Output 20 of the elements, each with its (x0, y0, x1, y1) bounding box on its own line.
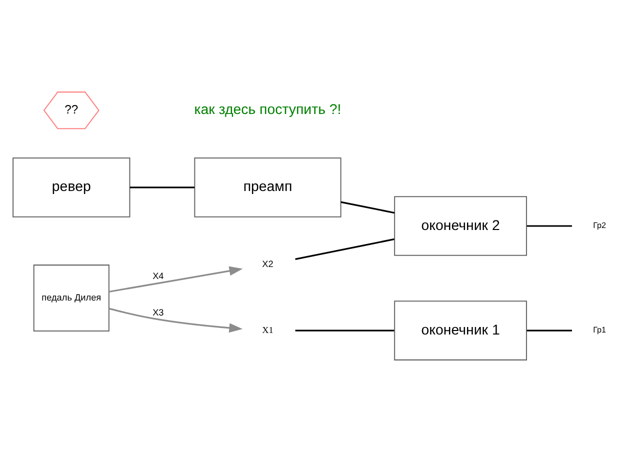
connector (295, 330, 394, 332)
node-text: Гр1 (593, 325, 606, 334)
arrow (108, 308, 243, 333)
connector (295, 238, 394, 260)
node-box: ревер (12, 158, 130, 218)
connector (526, 225, 572, 227)
node-text: X1 (262, 324, 274, 335)
node-box: оконечник 1 (394, 300, 527, 360)
arrow (108, 266, 243, 293)
connector (340, 201, 395, 214)
label: как здесь поступить ?! (194, 102, 342, 118)
node-box: оконечник 2 (394, 196, 527, 256)
edge-label: X4 (152, 270, 164, 281)
edge-label: X3 (152, 307, 164, 318)
node-box: педаль Дилея (33, 264, 110, 332)
connector (130, 186, 195, 188)
node-text: Гр2 (593, 220, 606, 230)
connector (526, 330, 572, 332)
node-box: преамп (194, 158, 342, 218)
node-text: X2 (262, 258, 274, 269)
